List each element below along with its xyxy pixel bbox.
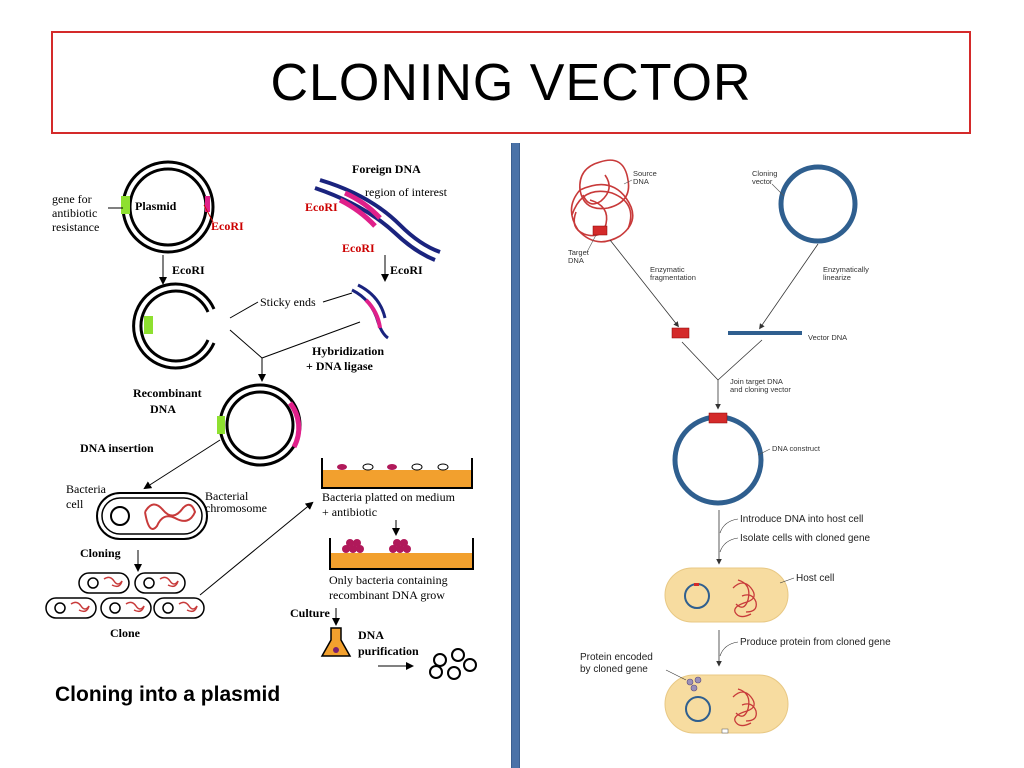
hybridization-label: Hybridization: [312, 344, 384, 358]
bacteria-label: Bacteria: [66, 482, 107, 496]
clone-cells: [45, 572, 205, 619]
target-dna-fragment: [671, 327, 690, 339]
enz-frag-label-2: fragmentation: [650, 273, 696, 282]
plasmid-ring: [121, 160, 215, 254]
dna-pur-label-1: DNA: [358, 628, 384, 642]
source-dna-label-2: DNA: [633, 177, 649, 186]
plasmid-label: Plasmid: [135, 199, 177, 213]
host-cell-2: [664, 674, 789, 734]
foreign-dna: [314, 178, 441, 262]
only-label-1: Only bacteria containing: [329, 573, 448, 587]
cloning-vector-label-2: vector: [752, 177, 773, 186]
clone-label: Clone: [110, 626, 141, 640]
ecori-arrow-label-2: EcoRI: [390, 263, 423, 277]
antibiotic-label: antibiotic: [52, 206, 97, 220]
dna-construct-label: DNA construct: [772, 444, 821, 453]
ecori-label-1: EcoRI: [211, 219, 244, 233]
target-dna-block: [592, 225, 608, 236]
recombinant-label: Recombinant: [133, 386, 202, 400]
join-label-2: and cloning vector: [730, 385, 791, 394]
enz-lin-label-2: linearize: [823, 273, 851, 282]
host-cell-label: Host cell: [796, 573, 834, 584]
plated-label-1: Bacteria platted on medium: [322, 490, 456, 504]
produce-label: Produce protein from cloned gene: [740, 637, 891, 648]
right-diagram: Source DNA Target DNA Cloning vector Enz…: [568, 159, 891, 734]
target-dna-label-1: Target: [568, 248, 590, 257]
vector-dna-linear: [728, 331, 802, 335]
protein-label-1: Protein encoded: [580, 652, 653, 663]
cut-plasmid: [132, 282, 216, 370]
culture-label: Culture: [290, 606, 330, 620]
title-box: CLONING VECTOR: [51, 31, 971, 134]
chromosome-label: chromosome: [205, 501, 267, 515]
cell-label: cell: [66, 497, 84, 511]
cloning-vector-ring: [778, 164, 858, 244]
target-dna-label-2: DNA: [568, 256, 584, 265]
introduce-label: Introduce DNA into host cell: [740, 514, 863, 525]
bacterial-label: Bacterial: [205, 489, 249, 503]
ecori-arrow-label-1: EcoRI: [172, 263, 205, 277]
recombinant-plasmid: [217, 383, 302, 467]
foreign-dna-label: Foreign DNA: [352, 162, 421, 176]
dna-pur-label-2: purification: [358, 644, 419, 658]
enz-lin-label-1: Enzymatically: [823, 265, 869, 274]
resistance-label: resistance: [52, 220, 99, 234]
sticky-ends-label: Sticky ends: [260, 295, 316, 309]
left-diagram: Plasmid gene for antibiotic resistance E…: [45, 160, 477, 706]
cloning-vector-label-1: Cloning: [752, 169, 777, 178]
enz-frag-label-1: Enzymatic: [650, 265, 685, 274]
construct-insert: [708, 412, 728, 424]
only-label-2: recombinant DNA grow: [329, 588, 445, 602]
recombinant-dna-label: DNA: [150, 402, 176, 416]
dna-construct-ring: [672, 414, 764, 506]
medium-dish-1: [321, 458, 473, 489]
dna-insertion-label: DNA insertion: [80, 441, 154, 455]
cloning-label: Cloning: [80, 546, 121, 560]
panel-divider: [511, 143, 520, 768]
ligase-label: + DNA ligase: [306, 359, 374, 373]
purified-plasmids: [429, 648, 477, 680]
medium-dish-2: [329, 538, 474, 570]
caption: Cloning into a plasmid: [55, 683, 280, 706]
host-cell-1: [664, 567, 789, 623]
flask-icon: [320, 627, 352, 657]
cut-foreign-dna: [351, 283, 389, 340]
page-title: CLONING VECTOR: [270, 53, 752, 112]
isolate-label: Isolate cells with cloned gene: [740, 533, 871, 544]
bacteria-cell: [96, 492, 208, 540]
protein-label-2: by cloned gene: [580, 664, 648, 675]
plated-label-2: + antibiotic: [322, 505, 377, 519]
ecori-label-2: EcoRI: [305, 200, 338, 214]
region-label: region of interest: [365, 185, 448, 199]
join-label-1: Join target DNA: [730, 377, 783, 386]
source-dna-label-1: Source: [633, 169, 657, 178]
vector-dna-label: Vector DNA: [808, 333, 847, 342]
ecori-label-3: EcoRI: [342, 241, 375, 255]
gene-for-label: gene for: [52, 192, 92, 206]
